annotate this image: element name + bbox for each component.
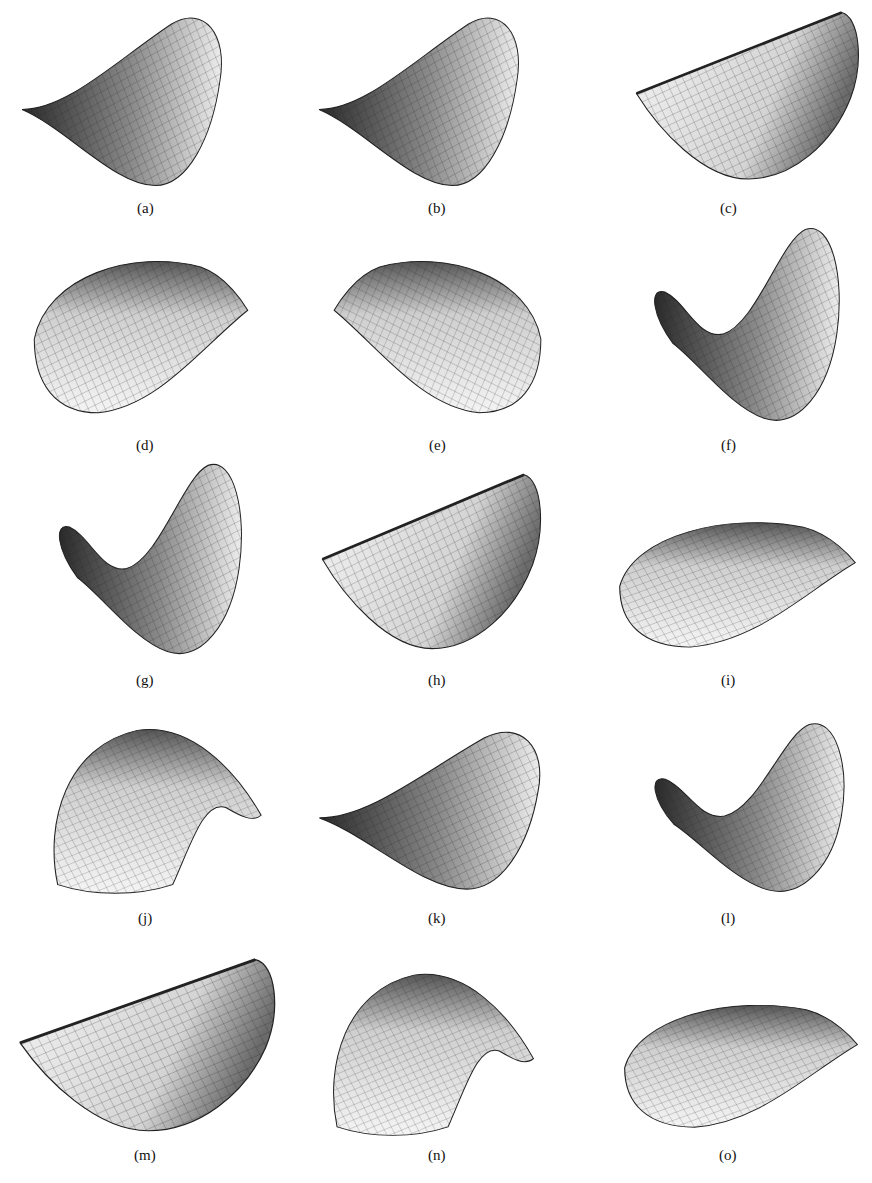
panel-label: (n) [428,1146,446,1164]
panel-label: (e) [429,436,446,454]
panel-label: (f) [721,436,736,454]
panel-label: (l) [721,909,735,927]
panel-label: (b) [428,199,446,217]
panel-label: (a) [137,199,154,217]
panel-label: (i) [721,671,735,689]
panel-label: (h) [428,671,446,689]
panel-label: (o) [719,1146,737,1164]
panel-label: (c) [720,199,737,217]
panel-label: (m) [134,1146,156,1164]
panel-label: (d) [136,436,154,454]
panel-label: (k) [428,909,446,927]
panel-label: (j) [138,909,152,927]
panel-label: (g) [136,671,154,689]
